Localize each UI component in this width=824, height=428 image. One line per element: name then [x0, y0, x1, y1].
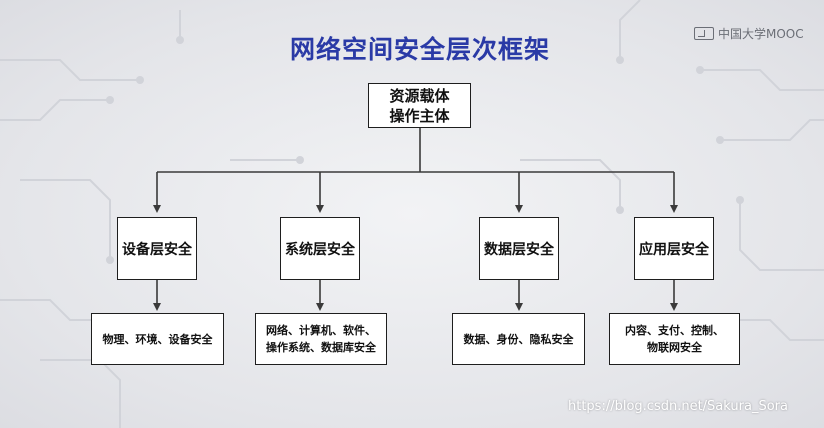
system-layer-node: 系统层安全: [280, 217, 360, 280]
root-node-label: 资源载体 操作主体: [389, 86, 450, 125]
device-layer-node: 设备层安全: [117, 217, 197, 280]
diagram-title: 网络空间安全层次框架: [289, 35, 550, 64]
mooc-logo-text: 中国大学MOOC: [718, 27, 804, 41]
system-layer-detail-text: 网络、计算机、软件、 操作系统、数据库安全: [266, 324, 376, 354]
device-layer-detail-text: 物理、环境、设备安全: [102, 332, 213, 346]
mooc-logo: 中国大学MOOC: [694, 25, 804, 42]
device-layer-detail-node: 物理、环境、设备安全: [91, 313, 224, 365]
data-layer-detail-text: 数据、身份、隐私安全: [463, 332, 574, 346]
application-layer-detail-node: 内容、支付、控制、 物联网安全: [609, 313, 740, 365]
application-layer-label: 应用层安全: [639, 241, 709, 258]
data-layer-node: 数据层安全: [479, 217, 559, 280]
system-layer-detail-node: 网络、计算机、软件、 操作系统、数据库安全: [255, 313, 387, 365]
device-layer-label: 设备层安全: [122, 241, 192, 258]
application-layer-detail-text: 内容、支付、控制、 物联网安全: [625, 324, 724, 354]
csdn-watermark: https://blog.csdn.net/Sakura_Sora: [568, 399, 788, 414]
system-layer-label: 系统层安全: [285, 241, 355, 258]
application-layer-node: 应用层安全: [634, 217, 714, 280]
data-layer-detail-node: 数据、身份、隐私安全: [452, 313, 585, 365]
root-node-resource-operator: 资源载体 操作主体: [368, 83, 471, 128]
mooc-logo-icon: [694, 27, 714, 40]
data-layer-label: 数据层安全: [484, 241, 554, 258]
